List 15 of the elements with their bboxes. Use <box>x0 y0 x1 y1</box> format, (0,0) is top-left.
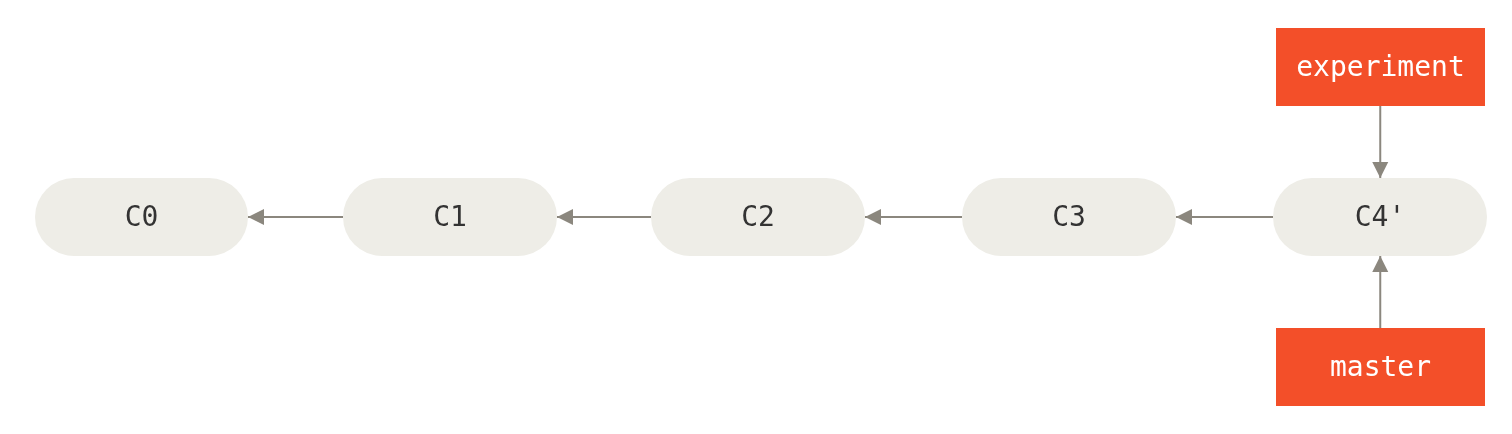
arrow <box>556 209 652 225</box>
branch-label-box <box>1276 28 1485 106</box>
branch-label-box <box>1276 328 1485 406</box>
commit-id: C1 <box>433 199 467 235</box>
arrow <box>247 209 344 225</box>
commit-id: C0 <box>124 199 159 235</box>
commit-id: C3 <box>1052 199 1086 235</box>
arrow <box>1175 209 1274 225</box>
commit-id: C2 <box>741 199 775 235</box>
branch-name: master <box>1329 349 1432 385</box>
arrow <box>864 209 963 225</box>
commit-id: C4' <box>1354 199 1406 235</box>
arrow <box>1372 105 1389 179</box>
branch-name: experiment <box>1296 49 1465 85</box>
arrow <box>1372 255 1389 329</box>
